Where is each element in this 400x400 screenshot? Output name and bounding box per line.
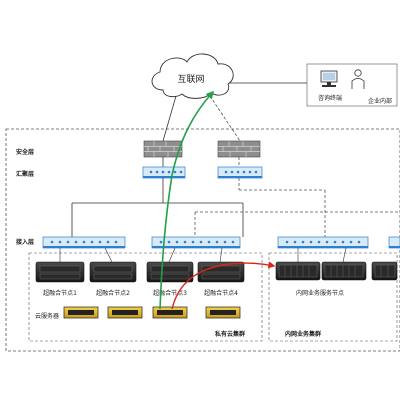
server-icon xyxy=(146,261,194,283)
internet-cloud-label: 互联网 xyxy=(177,74,204,85)
server-icon xyxy=(275,261,321,281)
internet-cloud: 互联网 xyxy=(151,53,234,99)
aggregation-switch-icon xyxy=(142,166,186,179)
server-icon xyxy=(89,261,137,283)
access-switch-icon xyxy=(388,236,400,249)
access-server-link xyxy=(219,247,223,263)
access-switch-icon xyxy=(42,236,126,249)
access-switch-icon xyxy=(277,236,369,249)
access-server-link xyxy=(342,247,347,263)
private-cloud-cluster-label: 私有云集群 xyxy=(214,330,245,338)
cloud-firewall-link-right xyxy=(209,95,241,142)
server-icon xyxy=(321,261,367,281)
cloud-firewall-link-left xyxy=(162,95,177,142)
access-switch-icon xyxy=(151,236,241,249)
office-group-label: 企业内部 xyxy=(368,97,392,105)
storage-device-icon xyxy=(63,306,99,319)
datacenter-boundary xyxy=(5,128,400,352)
storage-device-icon xyxy=(205,306,241,319)
aggregation-switch-icon xyxy=(217,166,263,179)
server-icon xyxy=(35,261,85,283)
firewall-icon xyxy=(143,140,183,158)
access-server-link xyxy=(104,247,113,263)
server-icon xyxy=(371,261,398,281)
layer-access-label: 接入层 xyxy=(15,238,34,246)
server-icon xyxy=(197,261,245,283)
person-icon xyxy=(351,69,365,89)
storage-device-icon xyxy=(107,306,143,319)
internal-business-cluster-label: 内网业务集群 xyxy=(285,330,321,338)
layer-aggregation-label: 汇聚层 xyxy=(16,170,34,178)
firewall-icon xyxy=(217,140,261,158)
storage-device-icon xyxy=(152,306,188,319)
layer-security-label: 安全层 xyxy=(16,148,34,156)
node-label: 超融合节点2 xyxy=(96,289,130,297)
node-label: 超融合节点1 xyxy=(43,289,77,297)
internal-business-cluster-box xyxy=(268,252,398,342)
node-label: 超融合节点3 xyxy=(153,289,187,297)
office-box xyxy=(306,63,398,107)
internal-node-label: 内网业务服务节点 xyxy=(296,289,344,297)
terminal-label: 咨询终端 xyxy=(318,94,342,102)
private-cloud-cluster-box xyxy=(28,252,263,342)
storage-label: 云服务器 xyxy=(35,312,59,320)
access-server-link xyxy=(168,247,176,263)
green-data-flow-arrow xyxy=(159,90,215,310)
red-data-flow-arrow xyxy=(171,261,276,310)
node-label: 超融合节点4 xyxy=(204,289,238,297)
computer-icon xyxy=(320,70,338,87)
